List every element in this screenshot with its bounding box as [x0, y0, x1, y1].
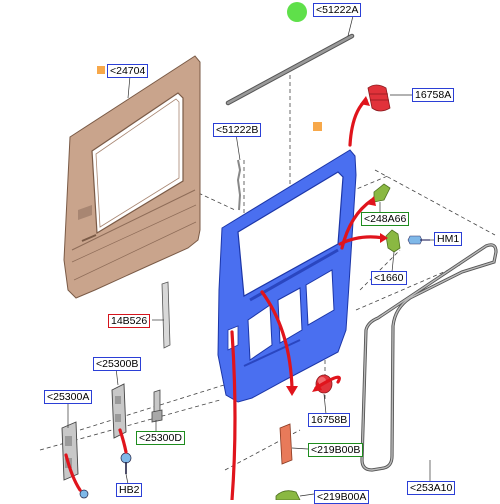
orange-square-marker-2	[313, 122, 322, 131]
callout-51222B[interactable]: <51222B	[213, 123, 262, 137]
upper-hinge[interactable]	[111, 383, 127, 439]
callout-25300B[interactable]: <25300B	[93, 357, 142, 371]
bolt-hb2[interactable]	[120, 452, 132, 474]
callout-16758A[interactable]: 16758A	[412, 88, 455, 102]
callout-219B00A[interactable]: <219B00A	[314, 490, 370, 504]
front-seal-strip[interactable]	[236, 159, 242, 211]
reinforcement-bar[interactable]	[161, 281, 171, 349]
door-check-strap[interactable]	[279, 423, 293, 465]
callout-51222A[interactable]: <51222A	[313, 3, 362, 17]
door-bumper-upper[interactable]	[367, 84, 391, 112]
assembly-arrows	[64, 98, 386, 500]
screw-hm1[interactable]	[407, 235, 430, 245]
roof-weatherstrip[interactable]	[225, 33, 355, 106]
striker-pad[interactable]	[373, 183, 391, 203]
callout-253A10[interactable]: <253A10	[407, 481, 456, 495]
callout-219B00B[interactable]: <219B00B	[308, 443, 364, 457]
callout-248A66[interactable]: <248A66	[361, 212, 410, 226]
callout-16758B[interactable]: 16758B	[308, 413, 351, 427]
callout-leaders	[67, 11, 434, 497]
arrow-heads	[286, 96, 388, 396]
callout-HM1[interactable]: HM1	[434, 232, 463, 246]
callout-25300D[interactable]: <25300D	[136, 431, 185, 445]
door-opening-seal[interactable]	[360, 243, 498, 472]
callout-24704[interactable]: <24704	[107, 64, 149, 78]
orange-square-marker-1	[97, 66, 105, 74]
door-outer-panel[interactable]	[63, 55, 201, 299]
door-check-bracket[interactable]	[275, 490, 301, 500]
retaining-clip[interactable]	[385, 229, 401, 253]
green-circle-marker	[287, 2, 307, 22]
bolt-lower[interactable]	[79, 489, 89, 499]
callout-14B526[interactable]: 14B526	[108, 314, 151, 328]
callout-25300A[interactable]: <25300A	[44, 390, 93, 404]
callout-HB2[interactable]: HB2	[116, 483, 143, 497]
callout-1660[interactable]: <1660	[371, 271, 407, 285]
hinge-pin-bracket[interactable]	[151, 389, 163, 423]
door-inner-frame[interactable]	[217, 149, 357, 403]
